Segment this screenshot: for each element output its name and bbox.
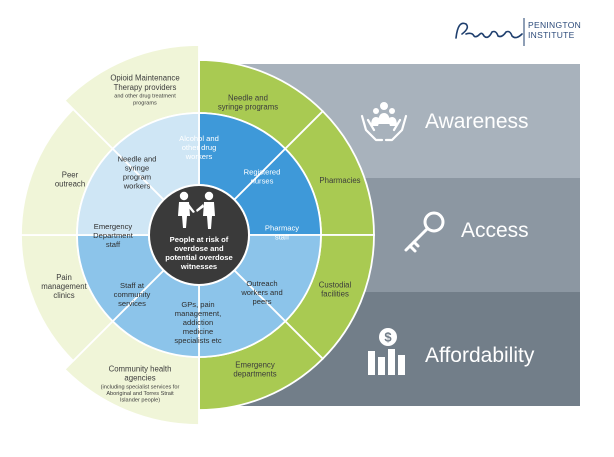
logo-name-line1: PENINGTON: [528, 20, 582, 30]
band-label-access: Access: [461, 219, 529, 242]
outer-label-pharmacies: Pharmacies: [319, 176, 360, 185]
hands-holding-people-icon: [360, 102, 408, 142]
penington-logo: [455, 18, 525, 46]
band-label-affordability: Affordability: [425, 344, 535, 367]
dollar-bar-chart-icon: $: [368, 328, 405, 375]
logo-name-line2: INSTITUTE: [528, 30, 575, 40]
center-circle: [148, 184, 250, 286]
key-icon: [404, 211, 445, 253]
people-at-risk-icon: [178, 191, 215, 229]
band-label-awareness: Awareness: [425, 110, 529, 133]
svg-text:$: $: [384, 330, 392, 345]
